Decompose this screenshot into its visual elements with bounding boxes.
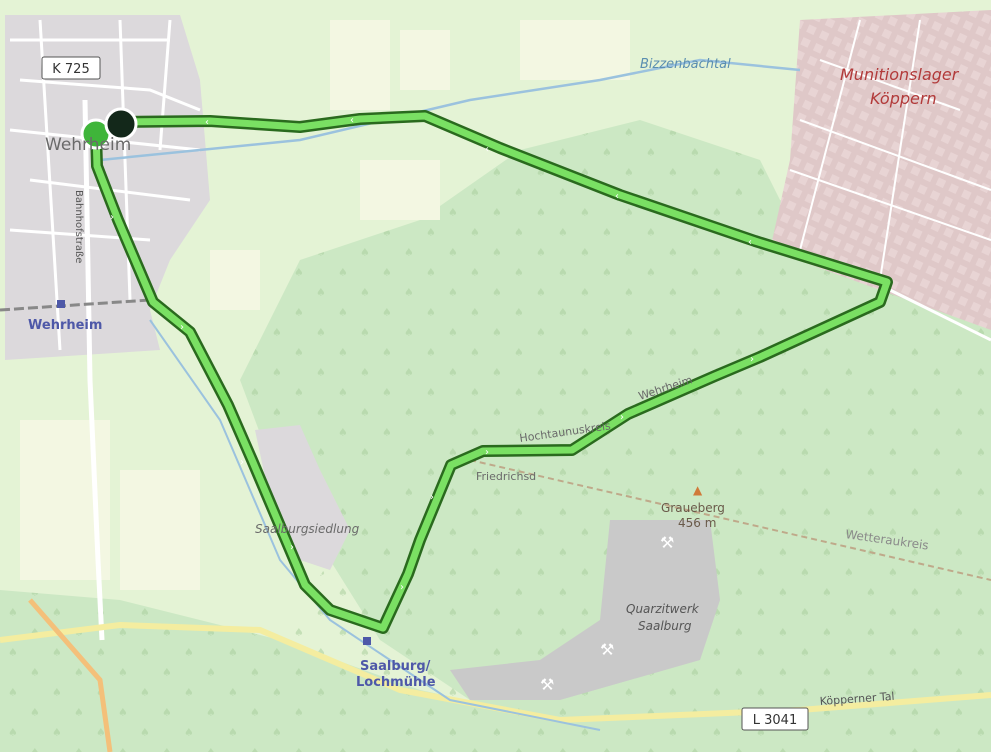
road-k725-label: K 725	[52, 62, 89, 77]
street-bahnhofstrasse-label: Bahnhofstraße	[73, 190, 84, 263]
station-saalburg-label-line1: Saalburg/	[360, 659, 431, 674]
station-icon	[57, 300, 65, 308]
road-k725	[28, 598, 113, 752]
quarry-icon: ⚒	[540, 675, 554, 694]
forest-track	[469, 459, 991, 581]
meadow-patches	[20, 20, 630, 590]
quarry-icon: ⚒	[660, 533, 674, 552]
stream-label: Bizzenbachtal	[640, 57, 731, 72]
route-direction-arrows: ‹ ‹ ‹ ‹ ‹ › › › › › › › › ›	[110, 115, 754, 593]
route-end-marker[interactable]	[104, 107, 138, 141]
saalburgsiedlung-residential	[255, 425, 350, 570]
svg-text:›: ›	[620, 412, 624, 423]
road-to-depot	[889, 288, 991, 342]
peak-icon: ▲	[693, 483, 703, 497]
svg-text:›: ›	[400, 582, 404, 593]
svg-text:›: ›	[180, 322, 184, 333]
svg-text:›: ›	[485, 447, 489, 458]
peak-name-label: Graueberg	[661, 501, 725, 515]
quarry-area	[450, 520, 720, 700]
rail-line	[0, 298, 151, 312]
svg-text:‹: ‹	[615, 191, 619, 202]
depot-roads	[789, 19, 991, 281]
route-line	[92, 112, 891, 632]
svg-text:‹: ‹	[485, 144, 489, 155]
peak-elevation-label: 456 m	[678, 516, 716, 530]
quarry-icon: ⚒	[600, 640, 614, 659]
settlement-label: Saalburgsiedlung	[255, 522, 360, 536]
road-shield-l3041	[741, 707, 809, 731]
road-l3041-label: L 3041	[753, 713, 797, 728]
station-saalburg-label-line2: Lochmühle	[356, 675, 436, 690]
quarry-label-line2: Saalburg	[638, 619, 692, 633]
town-label: Wehrheim	[45, 135, 131, 155]
depot-label-line2: Köppern	[870, 89, 937, 108]
station-icon	[363, 637, 371, 645]
svg-text:‹: ‹	[350, 115, 354, 126]
svg-text:›: ›	[240, 457, 244, 468]
depot-label-line1: Munitionslager	[840, 65, 960, 84]
svg-text:›: ›	[290, 542, 294, 553]
svg-text:›: ›	[430, 492, 434, 503]
valley-label: Köpperner Tal	[819, 690, 895, 708]
svg-text:›: ›	[110, 212, 114, 223]
bahnhofstrasse-road	[82, 99, 105, 641]
bizzenbach-stream	[99, 58, 801, 162]
road-friedrichsd-label: Friedrichsd	[476, 470, 536, 483]
quarry-label-line1: Quarzitwerk	[626, 602, 700, 616]
military-depot-area	[770, 10, 991, 330]
station-label: Wehrheim	[28, 318, 102, 333]
road-shield-k725	[41, 56, 101, 80]
svg-text:‹: ‹	[205, 117, 209, 128]
svg-text:‹: ‹	[748, 237, 752, 248]
svg-text:›: ›	[750, 354, 754, 365]
